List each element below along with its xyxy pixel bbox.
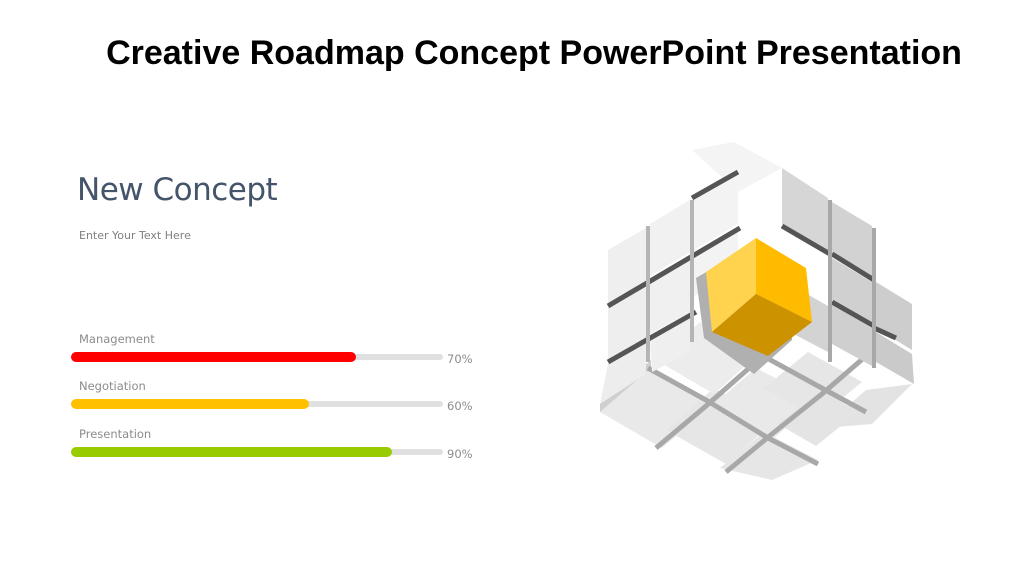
skill-label: Presentation [79,427,152,441]
progress-fill [71,352,356,362]
cube-right-grooves [780,223,898,341]
cube-right-vertical-grooves [828,200,876,368]
cube-illustration [600,142,914,480]
progress-track [71,352,443,362]
skill-label: Negotiation [79,379,146,393]
skill-percent: 70% [447,352,473,366]
skill-bar-presentation: Presentation 90% [71,427,481,467]
concept-heading: New Concept [77,172,278,208]
skill-percent: 60% [447,399,473,413]
concept-subtext: Enter Your Text Here [79,229,191,242]
skill-bar-negotiation: Negotiation 60% [71,379,481,419]
skill-bar-management: Management 70% [71,332,481,372]
cube-left-grooves [606,169,742,365]
skill-percent: 90% [447,447,473,461]
highlight-cube [706,238,812,356]
skill-label: Management [79,332,155,346]
progress-fill [71,447,392,457]
progress-track [71,399,443,409]
slide-title: Creative Roadmap Concept PowerPoint Pres… [106,34,962,72]
cube-left-vertical-grooves [646,200,694,362]
progress-fill [71,399,309,409]
progress-track [71,447,443,457]
